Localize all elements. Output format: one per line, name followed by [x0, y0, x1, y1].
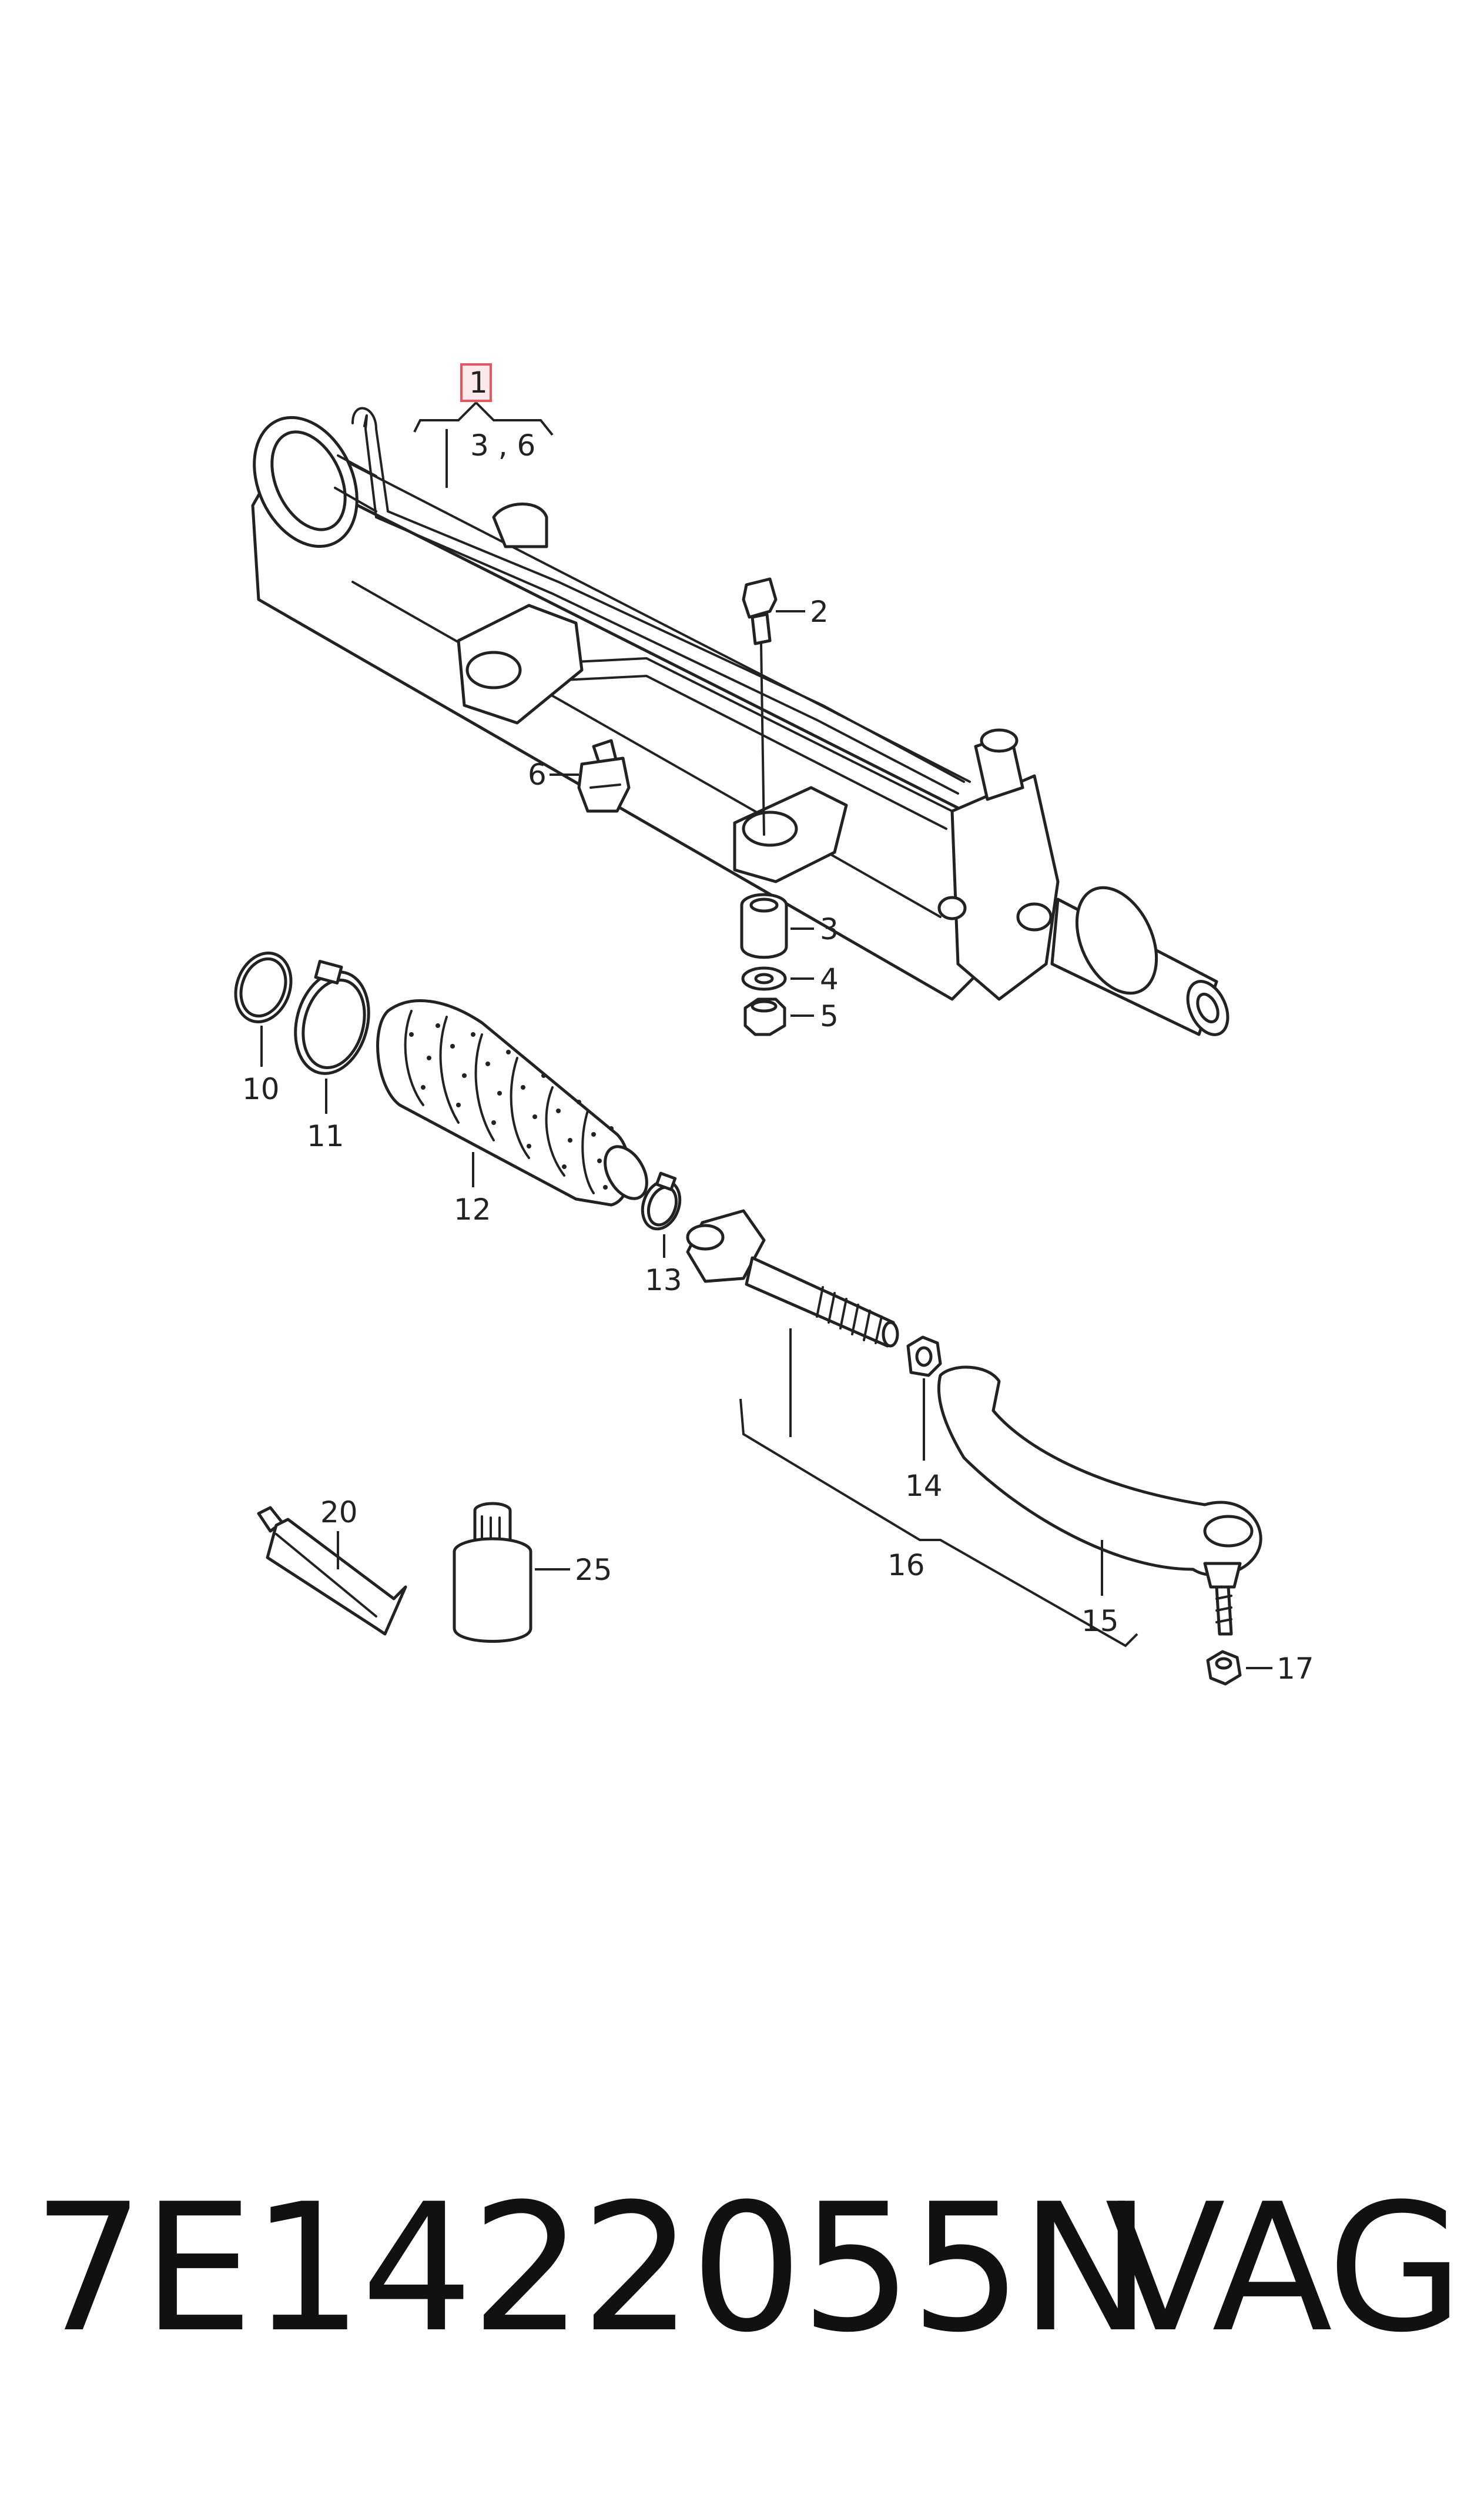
callout-3-label: 3 [820, 912, 839, 946]
callout-11[interactable]: 11 [307, 1079, 344, 1153]
washer-part-4 [741, 966, 787, 991]
callout-1-label: 1 [469, 366, 488, 400]
callout-15[interactable]: 15 [1081, 1540, 1119, 1638]
callout-14[interactable]: 14 [905, 1378, 943, 1503]
callout-1[interactable]: 1 3 , 6 [413, 363, 554, 488]
callout-6[interactable]: 6 [528, 758, 579, 792]
clip-part-6 [577, 739, 631, 813]
callout-16[interactable]: 16 [739, 1328, 1138, 1648]
tie-rod-part-16 [686, 1209, 899, 1348]
nut-part-5 [743, 997, 786, 1036]
callout-13[interactable]: 13 [645, 1234, 682, 1297]
callout-12[interactable]: 12 [454, 1152, 491, 1227]
callout-1-sub-label: 3 , 6 [470, 428, 535, 463]
grease-tube-part-20 [257, 1506, 407, 1636]
boot-texture [409, 1023, 614, 1190]
callout-17-label: 17 [1277, 1652, 1314, 1686]
steering-rack-assembly [251, 407, 1230, 1036]
callout-17[interactable]: 17 [1246, 1652, 1314, 1686]
callout-25-label: 25 [575, 1553, 612, 1587]
bolt-part-2 [742, 577, 778, 836]
callout-25[interactable]: 25 [535, 1553, 612, 1587]
parts-diagram: 1 3 , 6 2 6 3 4 [234, 363, 1314, 1686]
callout-3[interactable]: 3 [790, 912, 839, 946]
callout-20-label: 20 [320, 1495, 358, 1529]
callout-2-label: 2 [810, 595, 829, 629]
tie-rod-end-part-15 [937, 1365, 1262, 1589]
callout-10[interactable]: 10 [242, 1026, 280, 1106]
stud-nut-part-17 [1206, 1585, 1242, 1686]
callout-13-label: 13 [645, 1263, 682, 1297]
callout-14-label: 14 [905, 1469, 943, 1503]
callout-15-label: 15 [1081, 1604, 1119, 1638]
callout-10-label: 10 [242, 1072, 280, 1106]
nut-part-14 [906, 1335, 942, 1377]
part-number: 7E1422055N [32, 2166, 1152, 2371]
callout-5-label: 5 [820, 999, 839, 1033]
callout-11-label: 11 [307, 1119, 344, 1153]
callout-5[interactable]: 5 [790, 999, 839, 1033]
clamp-part-11 [294, 960, 370, 1075]
small-clamp-part-13 [641, 1171, 682, 1231]
callout-12-label: 12 [454, 1193, 491, 1227]
callout-4[interactable]: 4 [790, 962, 839, 996]
callout-2[interactable]: 2 [776, 595, 829, 629]
footer: 7E1422055N VAG [0, 2175, 1484, 2410]
callout-6-label: 6 [528, 758, 547, 792]
o-ring-part-10 [234, 952, 293, 1023]
fluid-bottle-part-25 [453, 1502, 532, 1643]
brand-name: VAG [1105, 2166, 1463, 2371]
callout-16-label: 16 [887, 1548, 925, 1582]
callout-20[interactable]: 20 [320, 1495, 358, 1569]
bushing-part-3 [740, 893, 788, 959]
boot-part-12 [376, 999, 648, 1207]
callout-4-label: 4 [820, 962, 839, 996]
